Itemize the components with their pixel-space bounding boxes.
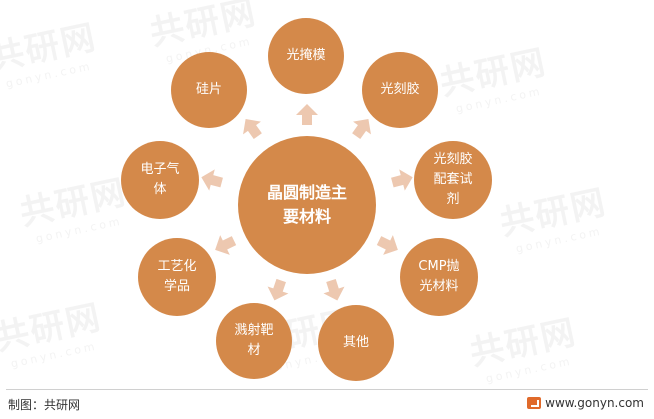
node-label: 剂	[446, 192, 460, 207]
site-url: www.gonyn.com	[545, 396, 644, 410]
footer-divider	[6, 389, 648, 390]
center-node: 晶圆制造主 要材料	[238, 136, 376, 274]
node-label: 工艺化	[157, 259, 197, 274]
node-cmp-polishing: CMP抛 光材料	[400, 238, 478, 316]
connector-arrow	[391, 169, 413, 191]
node-label: 体	[153, 182, 167, 197]
connector-arrow	[243, 119, 262, 140]
node-photomask: 光掩模	[268, 18, 344, 94]
node-label: 光刻胶	[433, 152, 473, 167]
node-process-chemicals: 工艺化 学品	[138, 238, 216, 316]
node-label: 配套试	[433, 172, 473, 187]
connector-arrow	[352, 119, 371, 140]
node-silicon-wafer: 硅片	[171, 52, 247, 128]
connector-arrow	[267, 278, 289, 301]
node-electronic-gas: 电子气 体	[121, 141, 199, 219]
source-label: 制图：共研网	[8, 398, 81, 412]
node-label: 硅片	[195, 82, 222, 97]
center-label-line1: 晶圆制造主	[266, 183, 347, 202]
node-label: 光刻胶	[380, 82, 420, 97]
connector-arrow	[201, 169, 223, 191]
node-label: 溅射靶	[234, 323, 274, 338]
center-label-line2: 要材料	[282, 207, 331, 226]
connector-arrow	[323, 278, 345, 301]
connector-arrow	[215, 235, 237, 255]
site-label: www.gonyn.com	[527, 396, 644, 410]
diagram-canvas	[201, 104, 413, 301]
node-label: 光材料	[419, 279, 459, 294]
node-label: 电子气	[140, 162, 180, 177]
node-label: 材	[247, 343, 261, 358]
connector-arrow	[376, 235, 398, 255]
node-photoresist-reagents: 光刻胶 配套试 剂	[414, 141, 492, 219]
node-other: 其他	[318, 305, 394, 381]
node-sputtering-target: 溅射靶 材	[216, 303, 292, 379]
node-label: CMP抛	[418, 259, 460, 274]
node-label: 光掩模	[286, 48, 326, 63]
node-label: 学品	[163, 279, 190, 294]
gonyn-logo-icon	[527, 397, 542, 409]
node-label: 其他	[342, 335, 369, 350]
connector-arrow	[296, 104, 318, 125]
node-photoresist: 光刻胶	[362, 52, 438, 128]
